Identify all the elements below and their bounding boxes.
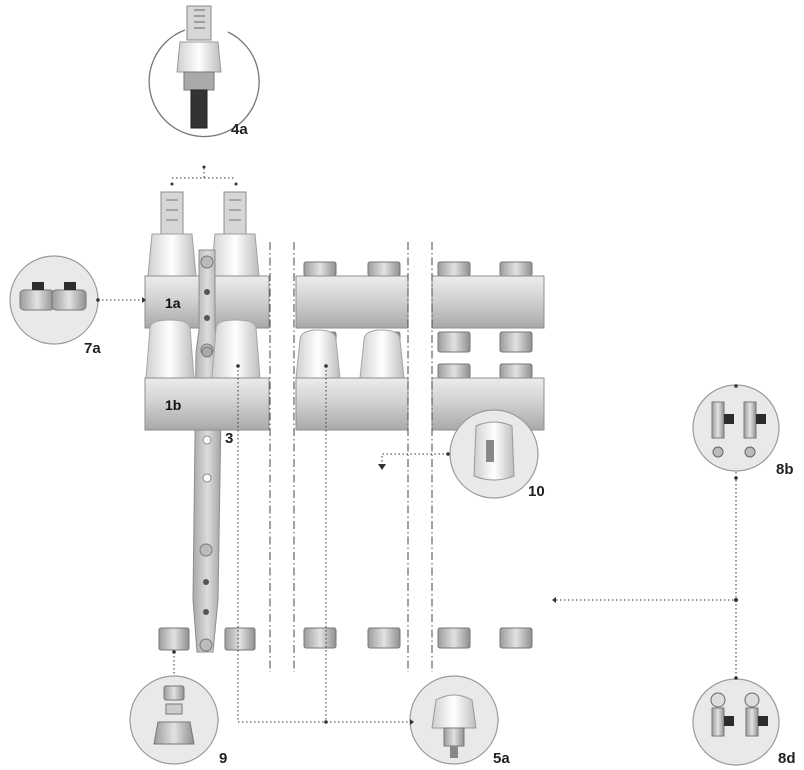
- valve-cap-label: 5a: [493, 750, 510, 767]
- return-bar-label: 1b: [165, 397, 181, 413]
- return-manifold: 1b: [144, 319, 270, 651]
- extension-bottom-right: [431, 363, 545, 649]
- fill-drain-set-detail: 8b: [692, 384, 794, 478]
- valve-cap-detail: 5a: [409, 675, 510, 767]
- fill-drain-label: 8b: [776, 461, 794, 478]
- end-fitting-detail: 9: [129, 650, 227, 767]
- fill-drain-gauge-label: 8d: [778, 750, 796, 767]
- end-fitting-label: 9: [219, 750, 227, 767]
- fill-drain-gauge-detail: 8d: [692, 678, 796, 767]
- section-dividers: [269, 242, 433, 672]
- flowmeter-label: 4a: [231, 121, 248, 138]
- ball-valves-label: 7a: [84, 340, 101, 357]
- fill-drain-connector: [552, 384, 738, 680]
- bracket-label: 3: [225, 430, 233, 447]
- flowmeter-detail: 4a: [148, 5, 260, 138]
- extension-top-right: [431, 261, 545, 353]
- ball-valves-detail: 7a: [9, 255, 146, 357]
- spacing-bracket: [170, 165, 238, 186]
- valve-cap-connector: [236, 364, 414, 725]
- thermostatic-head-detail: 10: [378, 409, 545, 500]
- extension-bottom-middle: [295, 329, 409, 649]
- supply-bar-label: 1a: [165, 295, 181, 311]
- thermostatic-head-label: 10: [528, 483, 545, 500]
